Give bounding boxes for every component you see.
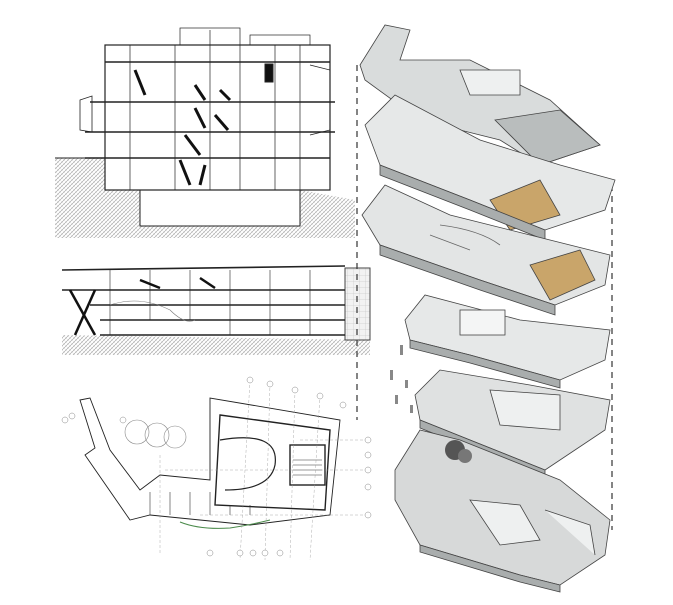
floor-plan [61, 376, 372, 561]
cross-section [61, 265, 371, 355]
falling-fragments [390, 345, 413, 413]
longitudinal-section [55, 27, 355, 238]
cross-bracing [133, 69, 232, 186]
stair [79, 64, 331, 136]
level-5 [364, 94, 616, 241]
level-3 [404, 294, 611, 389]
exploded-axonometric [356, 24, 616, 593]
trees [124, 419, 187, 449]
grid-bubbles [61, 376, 372, 557]
roof-level [359, 24, 601, 166]
basement [139, 189, 301, 227]
guide-lines [356, 65, 613, 530]
ground-level [394, 429, 611, 593]
level-4 [361, 184, 611, 316]
grid-lines [159, 379, 370, 561]
